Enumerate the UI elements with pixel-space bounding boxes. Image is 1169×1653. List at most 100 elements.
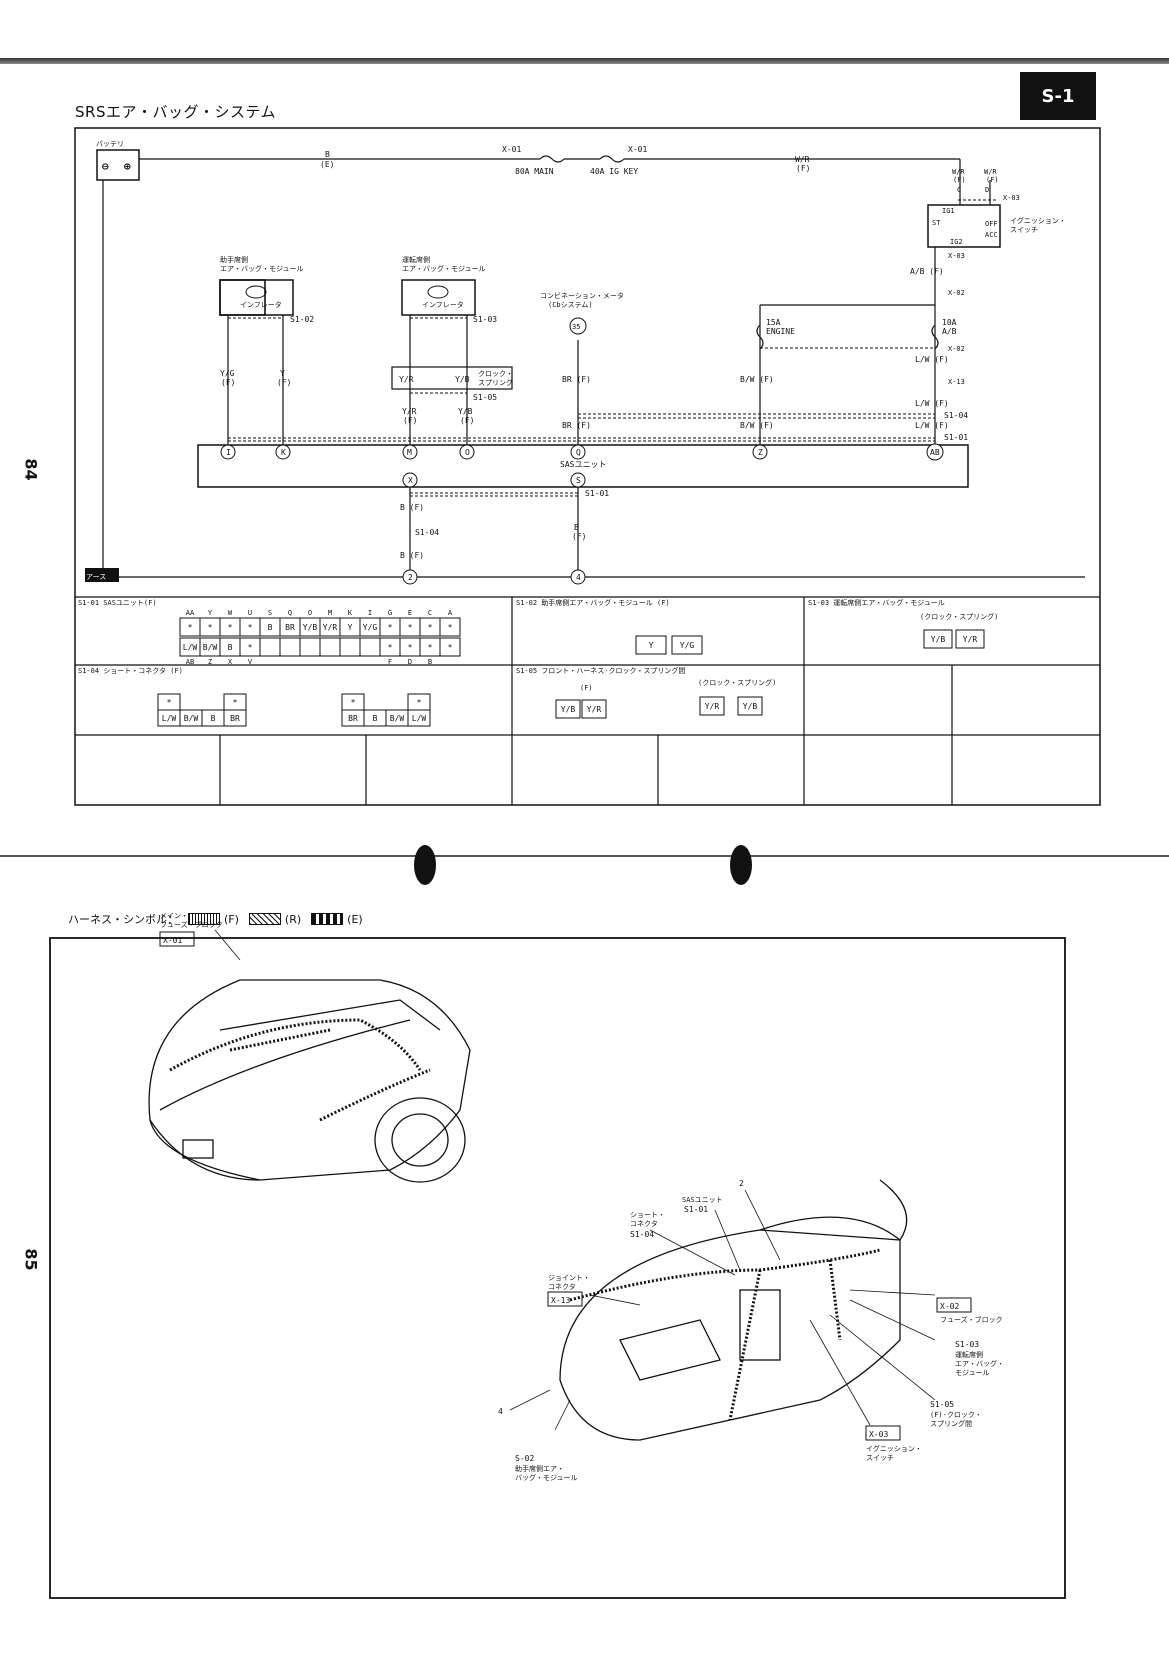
s101-row2-cell: * (248, 643, 253, 652)
dash-s103-label-3: モジュール (955, 1369, 990, 1377)
fuse-main-symbol (539, 155, 565, 163)
x02-top-code: X-02 (948, 289, 965, 297)
clock-spring-name2: スプリング (478, 378, 513, 387)
dash-x03-code: X-03 (869, 1430, 888, 1439)
engine-harness-main (169, 1018, 422, 1072)
driver-wire-right: Y/B (458, 407, 473, 416)
s104b-cell: L/W (412, 714, 427, 723)
ig-switch-pin-d: D (985, 186, 989, 194)
s101-top-letter: K (348, 609, 353, 617)
fuse-ab-symbol (931, 324, 939, 350)
driver-module-label-1: 運転席側 (402, 255, 430, 264)
s104a-cell: B/W (184, 714, 199, 723)
clock-spring-box (391, 366, 513, 390)
sas-unit-box (197, 444, 969, 488)
s101-row2-cell: B (228, 643, 233, 652)
passenger-conn-label: S1-02 (290, 315, 314, 324)
registration-mark-right (730, 845, 752, 885)
dash-s105-code: S1-05 (930, 1400, 954, 1409)
battery-label: バッテリ (96, 140, 124, 148)
s104b-star-box (407, 693, 431, 711)
s101-top-letter: G (388, 609, 392, 617)
clock-spring-left: Y/R (399, 375, 414, 384)
schematic-frame (74, 127, 1101, 806)
sas-pin-z: Z (758, 448, 763, 457)
s101-row1-cell: * (208, 623, 213, 632)
s104a-star: * (167, 698, 172, 707)
dash-x03-label-2: スイッチ (866, 1454, 894, 1462)
meter-pin: 35 (572, 323, 580, 331)
s101-title: S1-01 SASユニット(F) (78, 599, 157, 607)
ig-switch-wire-d: W/R (984, 168, 997, 176)
sas-pin-i: I (226, 448, 231, 457)
wire-ab-label: A/B (F) (910, 267, 944, 276)
ig-switch-off: OFF (985, 220, 998, 228)
s102-title: S1-02 助手席側エア・バッグ・モジュール (F) (516, 598, 670, 607)
s101-top-letter: AA (186, 609, 195, 617)
dash-pin-4: 4 (498, 1407, 503, 1416)
br-wire-label-2: BR (F) (562, 421, 591, 430)
s101-bottom-letter: X (228, 658, 233, 666)
s103-cell: Y/R (963, 635, 978, 644)
ground-symbol (85, 568, 119, 582)
sas-pin-o: O (465, 448, 470, 457)
engine-code-x01: X-01 (163, 936, 182, 945)
harness-locator: メイン・ フューズ・ブロック X-01 SASユニット S1-01 2 ショート… (49, 912, 1066, 1599)
fuse-ig-label: 40A IG KEY (590, 167, 638, 176)
sas-pin-x: X (408, 476, 413, 485)
s101-row1-cell: * (388, 623, 393, 632)
sas-pin-s: S (576, 476, 581, 485)
dash-pin-2: 2 (739, 1179, 744, 1188)
dash-x02-label: フューズ・ブロック (940, 1315, 1003, 1324)
s101-row2-cell-box (439, 637, 461, 657)
s101-top-letter: I (368, 609, 372, 617)
s104-lower-label: S1-04 (415, 528, 439, 537)
s101-top-letter: W (228, 609, 233, 617)
dash-joint-label-1: ジョイント・ (548, 1274, 590, 1282)
s101-top-letter: O (308, 609, 312, 617)
s102-cell-box (671, 635, 703, 655)
x02-mid-code: X-02 (948, 345, 965, 353)
dashboard-outline (559, 1229, 901, 1441)
s101-top-letter: U (248, 609, 252, 617)
dash-short-code: S1-04 (630, 1230, 654, 1239)
driver-module-frame (401, 279, 476, 316)
passenger-wire-right: Y (280, 369, 285, 378)
dash-short-label-1: ショート・ (630, 1211, 665, 1219)
legend-swatch-e (311, 913, 344, 925)
legend-e: (E) (347, 912, 363, 926)
ig-switch-code-bottom: X-03 (948, 252, 965, 260)
dash-x03-label-1: イグニッション・ (866, 1444, 922, 1453)
passenger-module-frame (219, 279, 294, 316)
s101-row2-cell: * (408, 643, 413, 652)
s101-top-letter: C (428, 609, 432, 617)
page-divider (0, 855, 1169, 857)
dash-sas-label: SASユニット (682, 1196, 723, 1204)
ig-switch-harness-d: (F) (986, 176, 999, 184)
br-wire-label-1: BR (F) (562, 375, 591, 384)
s105-sub-a: (F) (580, 684, 593, 692)
dash-short-label-2: コネクタ (630, 1219, 658, 1228)
s101-row2-cell-box (339, 637, 361, 657)
fuse-main-code: X-01 (502, 145, 521, 154)
s104a-star: * (233, 698, 238, 707)
s103-cell-box (955, 629, 985, 649)
ig-switch-wire-c: W/R (952, 168, 965, 176)
driver-conn-label: S1-03 (473, 315, 497, 324)
s101-bottom-letter: Z (208, 658, 212, 666)
s105b-cell: Y/R (705, 702, 720, 711)
sas-pin-q: Q (576, 448, 581, 457)
engine-label-2: フューズ・ブロック (160, 920, 223, 929)
driver-wire-left: Y/R (402, 407, 417, 416)
fuse-ab-label: A/B (942, 327, 957, 336)
s101-top-letter: S (268, 609, 272, 617)
s105-title: S1-05 フロント・ハーネス-クロック・スプリング間 (516, 666, 685, 675)
fuse-ab-amp: 10A (942, 318, 957, 327)
wire-lw1-label: L/W (F) (915, 355, 949, 364)
passenger-wire-left: Y/G (220, 369, 235, 378)
fuse-engine-symbol (756, 324, 764, 350)
wire-lw3-label: L/W (F) (915, 421, 949, 430)
s101-row2-cell-box (359, 637, 381, 657)
s101-row2-cell: B/W (203, 643, 218, 652)
